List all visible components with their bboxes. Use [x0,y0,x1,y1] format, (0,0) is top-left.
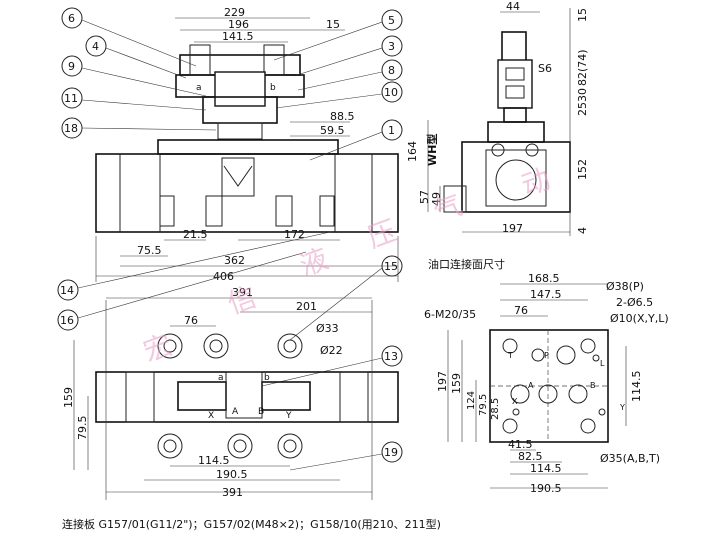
dim-25: 25 [576,102,589,116]
side-view: 44 15 82(74) 25 30 152 4 164 57 49 197 S… [406,0,589,236]
dim-75-5: 75.5 [137,244,162,257]
dim-21-5: 21.5 [183,228,208,241]
port-x-base-label: X [512,397,518,406]
dim-391-bottom: 391 [222,486,243,499]
callouts-right: 5 3 8 10 1 15 13 19 [261,9,403,471]
dim-197-base: 197 [436,371,449,392]
dim-114-5-right: 114.5 [630,371,643,403]
dim-79-5: 79.5 [76,416,89,441]
base-plate-title: 油口连接面尺寸 [428,257,505,271]
dim-44: 44 [506,0,520,13]
callout-13: 13 [384,350,398,363]
dim-28-5: 28.5 [490,398,501,420]
dim-114-5: 114.5 [198,454,230,467]
callout-6: 6 [68,12,75,25]
dim-168-5: 168.5 [528,272,560,285]
dim-30: 30 [576,88,589,102]
front-view: 229 196 141.5 15 88.5 59.5 21.5 172 75.5… [95,6,399,283]
callout-3: 3 [388,40,395,53]
dim-57: 57 [418,190,431,204]
dim-229: 229 [224,6,245,19]
dim-114-5-base: 114.5 [530,462,562,475]
dim-59-5: 59.5 [320,124,345,137]
dim-141-5: 141.5 [222,30,254,43]
thread-label: 6-M20/35 [424,308,476,321]
dim-88-5: 88.5 [330,110,355,123]
callout-1: 1 [388,124,395,137]
dim-362: 362 [224,254,245,267]
dim-76: 76 [184,314,198,327]
dim-15: 15 [326,18,340,31]
callout-11: 11 [64,92,78,105]
port-x-label: X [208,411,214,421]
dim-196: 196 [228,18,249,31]
dim-147-5: 147.5 [530,288,562,301]
coil-a-label: a [218,373,224,383]
dia-10-label: Ø10(X,Y,L) [610,312,669,325]
dim-dia-33: Ø33 [316,322,339,335]
watermark-char-6: 动 [517,162,555,203]
dim-15-side: 15 [576,8,589,22]
watermark-char-2: 信 [223,280,261,321]
dim-76-base: 76 [514,304,528,317]
dim-172: 172 [284,228,305,241]
callout-8: 8 [388,64,395,77]
port-a-base-label: A [528,381,534,390]
callout-18: 18 [64,122,78,135]
callout-16: 16 [60,314,74,327]
dim-190-5-base: 190.5 [530,482,562,495]
top-view: 391 201 76 Ø33 Ø22 159 79.5 114.5 190.5 … [62,286,399,500]
base-plate-view: 油口连接面尺寸 168.5 147.5 76 197 159 124 79.5 [424,257,669,495]
dim-190-5: 190.5 [216,468,248,481]
callout-9: 9 [68,60,75,73]
callout-14: 14 [60,284,74,297]
port-y-base-label: Y [619,403,625,412]
dia-38-p-label: Ø38(P) [606,280,644,293]
port-t-label: T [507,351,513,360]
dim-164: 164 [406,141,419,162]
port-b-base-label: B [590,381,596,390]
dim-49: 49 [430,192,443,206]
callout-10: 10 [384,86,398,99]
dim-82-5: 82.5 [518,450,543,463]
dia-6-5-label: 2-Ø6.5 [616,296,653,309]
callouts-left: 6 4 9 11 18 14 16 [57,7,331,331]
wh-type-label: WH型 [425,134,439,166]
dim-159: 159 [62,387,75,408]
dim-391-top: 391 [232,286,253,299]
watermark-char-4: 压 [363,214,401,255]
dim-152: 152 [576,159,589,180]
port-a-label: A [232,407,239,417]
solenoid-a-label: a [196,83,202,93]
s6-label: S6 [538,62,552,75]
port-b-label: B [258,407,264,417]
dim-406: 406 [213,270,234,283]
dim-79-5-base: 79.5 [478,394,489,416]
dim-41-5: 41.5 [508,438,533,451]
port-p-label: P [544,351,549,360]
callout-4: 4 [92,40,99,53]
dim-4: 4 [576,227,589,234]
port-y-label: Y [285,411,292,421]
callout-5: 5 [388,14,395,27]
footer-note: 连接板 G157/01(G11/2")；G157/02(M48×2)；G158/… [62,517,441,531]
callout-15: 15 [384,260,398,273]
dim-201: 201 [296,300,317,313]
callout-19: 19 [384,446,398,459]
dim-124: 124 [466,391,477,410]
dim-dia-22: Ø22 [320,344,343,357]
dim-197-side: 197 [502,222,523,235]
watermark-char-3: 液 [295,242,333,283]
solenoid-b-label: b [270,83,276,93]
coil-b-label: b [264,373,270,383]
dia-35-label: Ø35(A,B,T) [600,452,660,465]
dim-82-74: 82(74) [576,49,589,86]
port-l-base-label: L [600,359,605,368]
dim-159-base: 159 [450,373,463,394]
